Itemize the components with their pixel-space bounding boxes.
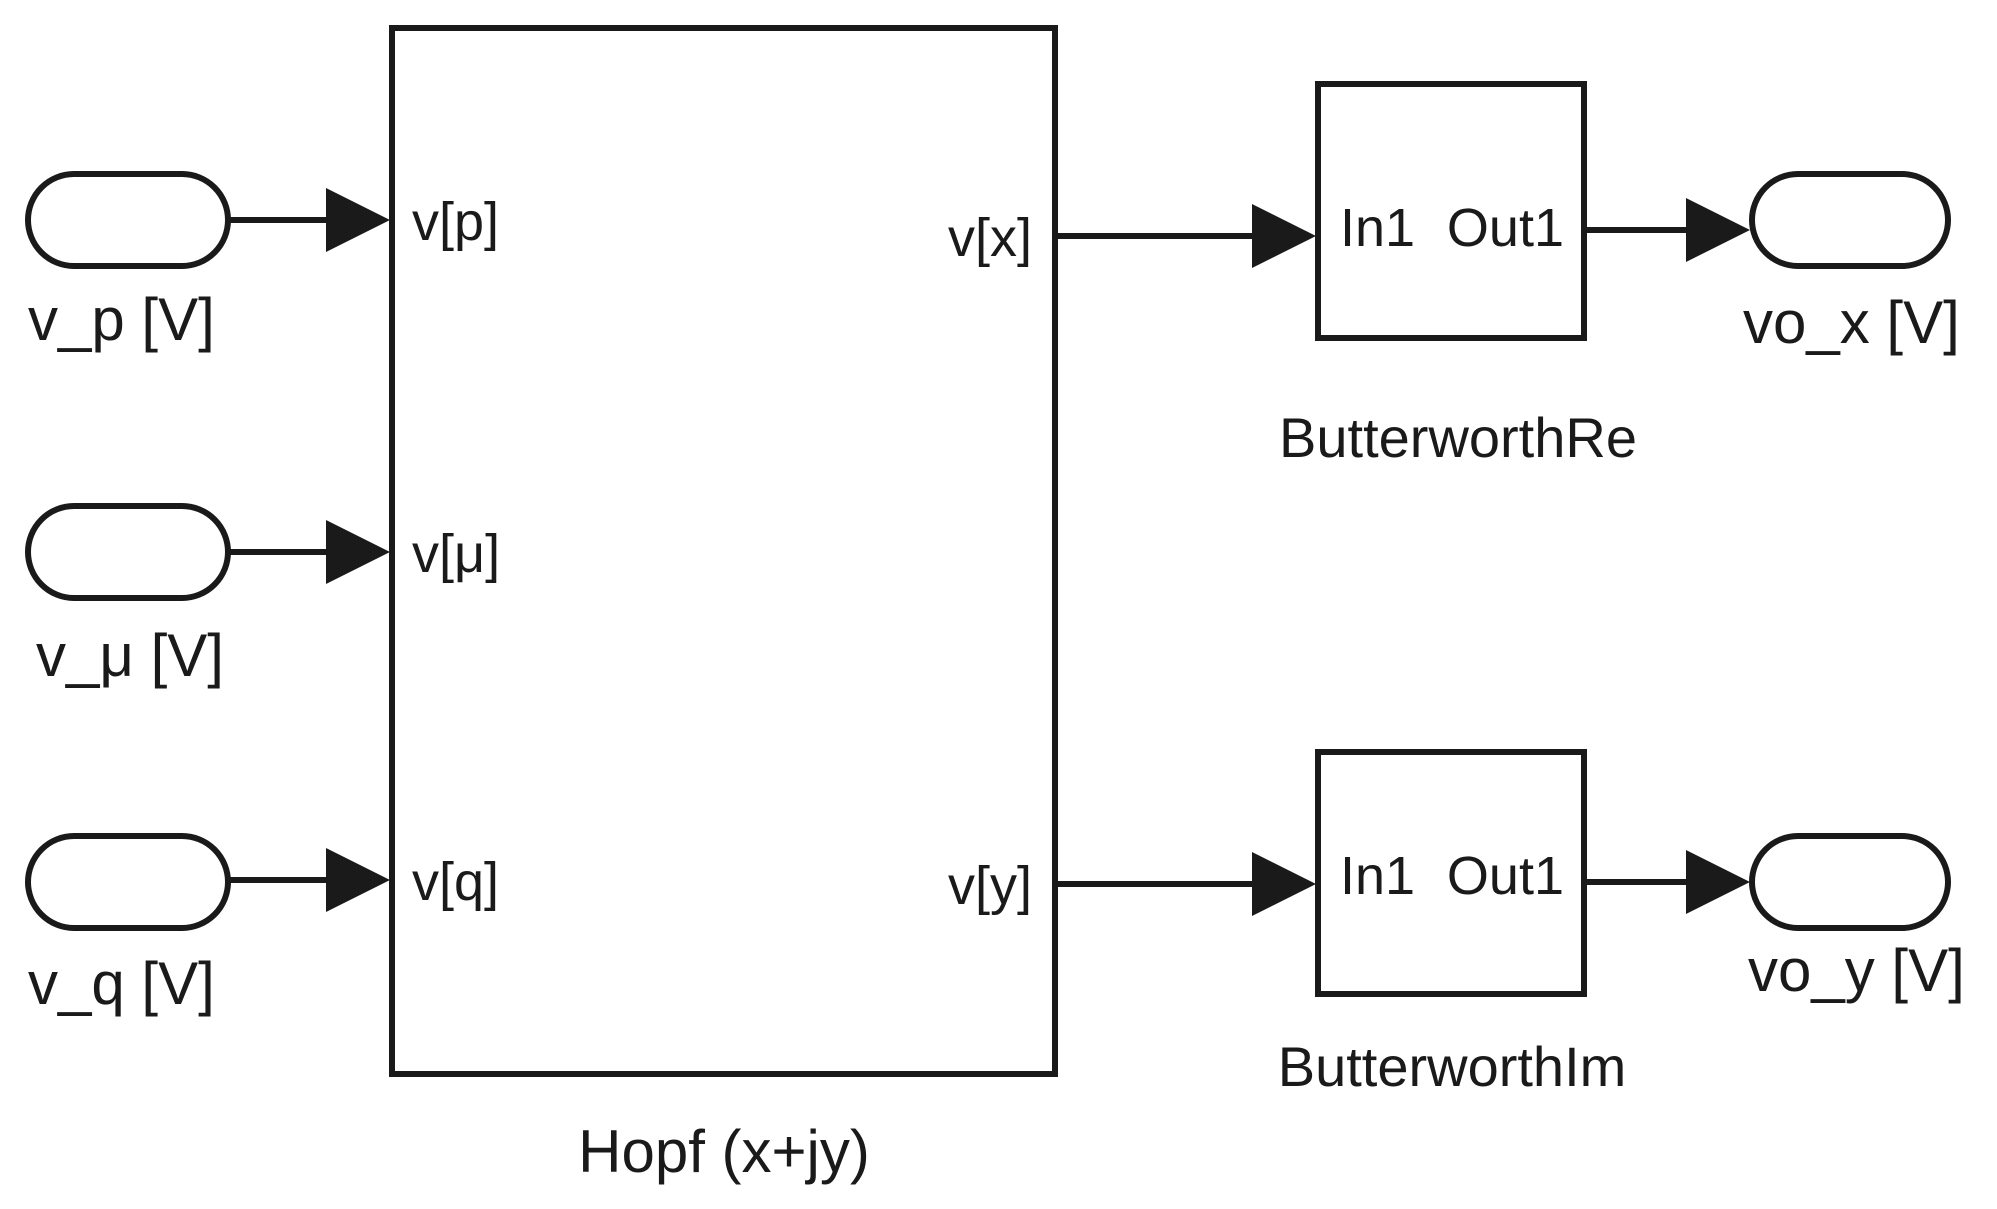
input-block-mu[interactable]: v_μ [V] (25, 503, 231, 689)
hopf-block-body[interactable] (389, 25, 1058, 1077)
arrow-head (326, 520, 390, 584)
filter-block-re-body[interactable] (1315, 81, 1587, 341)
filter-block-im[interactable]: In1 Out1 ButterworthIm (1278, 749, 1627, 1098)
arrow-head (326, 848, 390, 912)
hopf-block-name: Hopf (x+jy) (578, 1118, 870, 1185)
filter-re-out-port: Out1 (1447, 198, 1564, 258)
filter-re-name: ButterworthRe (1279, 406, 1637, 469)
arrow-head (1686, 198, 1750, 262)
wire-filter-re (1584, 198, 1750, 262)
input-pill-mu[interactable] (25, 503, 231, 601)
filter-im-in-port: In1 (1340, 846, 1415, 906)
wire-input-q (228, 848, 390, 912)
wire-filter-im (1584, 850, 1750, 914)
arrow-head (1252, 204, 1316, 268)
output-label-x: vo_x [V] (1743, 289, 1960, 356)
arrow-head (326, 188, 390, 252)
output-label-y: vo_y [V] (1748, 937, 1965, 1004)
hopf-port-q: v[q] (412, 852, 499, 912)
wire-hopf-y (1055, 852, 1316, 916)
wire-input-p (228, 188, 390, 252)
hopf-port-mu: v[μ] (412, 524, 500, 584)
arrow-head (1686, 850, 1750, 914)
filter-im-name: ButterworthIm (1278, 1035, 1627, 1098)
filter-im-out-port: Out1 (1447, 846, 1564, 906)
input-block-q[interactable]: v_q [V] (25, 833, 231, 1017)
filter-block-im-body[interactable] (1315, 749, 1587, 997)
input-label-q: v_q [V] (28, 950, 215, 1017)
output-pill-x[interactable] (1749, 171, 1951, 269)
output-block-x[interactable]: vo_x [V] (1743, 171, 1960, 356)
wire-hopf-x (1055, 204, 1316, 268)
input-label-mu: v_μ [V] (36, 622, 224, 689)
hopf-block[interactable]: v[p] v[μ] v[q] v[x] v[y] Hopf (x+jy) (389, 25, 1058, 1185)
input-pill-p[interactable] (25, 171, 231, 269)
filter-re-in-port: In1 (1340, 198, 1415, 258)
wire-input-mu (228, 520, 390, 584)
input-label-p: v_p [V] (28, 286, 215, 353)
output-pill-y[interactable] (1749, 833, 1951, 931)
hopf-port-x: v[x] (948, 208, 1032, 268)
arrow-head (1252, 852, 1316, 916)
input-block-p[interactable]: v_p [V] (25, 171, 231, 353)
hopf-port-p: v[p] (412, 192, 499, 252)
input-pill-q[interactable] (25, 833, 231, 931)
hopf-port-y: v[y] (948, 856, 1032, 916)
filter-block-re[interactable]: In1 Out1 ButterworthRe (1279, 81, 1637, 469)
output-block-y[interactable]: vo_y [V] (1748, 833, 1965, 1004)
